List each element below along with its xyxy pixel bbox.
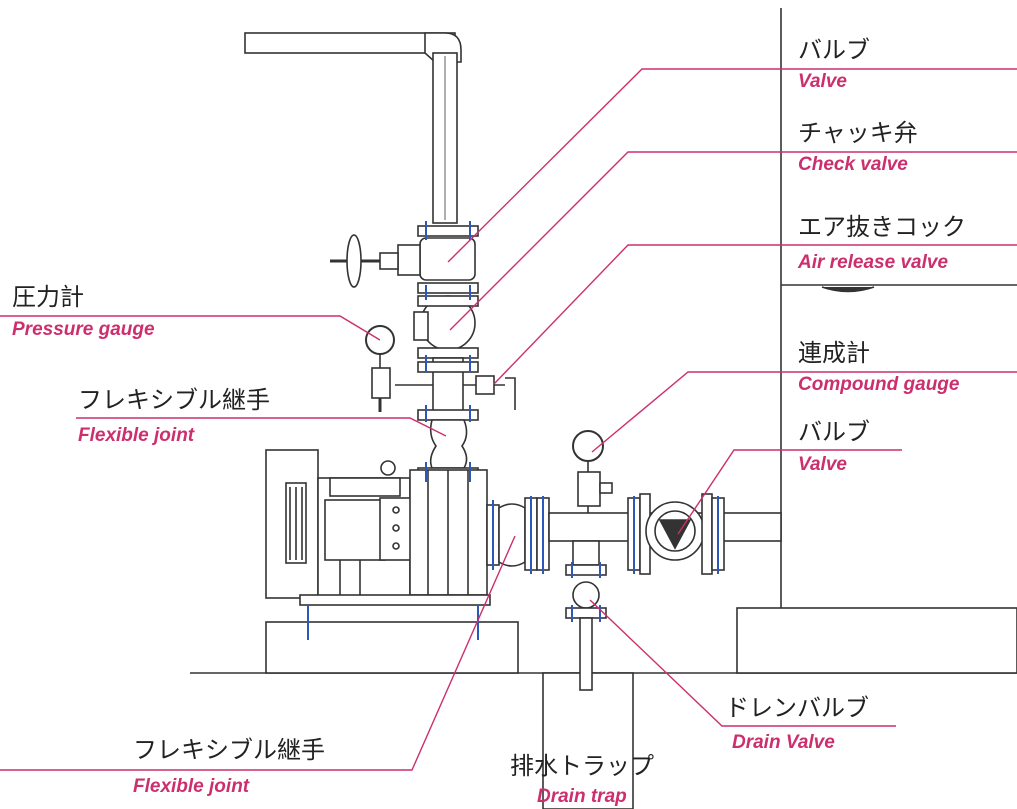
leader-air-release [493, 244, 1017, 385]
label-flexible-joint-lower-jp: フレキシブル継手 [133, 736, 325, 764]
label-air-release-en: Air release valve [798, 252, 949, 273]
lower-flexible-joint [498, 503, 526, 567]
label-valve-side-en: Valve [798, 454, 847, 475]
leader-flexible-joint-lower [0, 535, 516, 771]
label-drain-valve-en: Drain Valve [732, 732, 835, 753]
label-pressure-gauge-jp: 圧力計 [12, 283, 84, 311]
leader-drain-valve [589, 599, 896, 727]
drain-trap-pit [542, 672, 634, 809]
leader-lines [0, 68, 1017, 771]
label-flexible-joint-upper-en: Flexible joint [78, 425, 195, 446]
top-horizontal-pipe [244, 32, 456, 54]
tank-water-wave [821, 286, 875, 293]
pump-base-frame [299, 594, 491, 606]
label-flexible-joint-lower-en: Flexible joint [133, 776, 250, 797]
leader-pressure-gauge [0, 315, 381, 341]
label-pressure-gauge-en: Pressure gauge [12, 319, 155, 340]
leader-valve-side [677, 449, 902, 535]
leader-flexible-joint-upper [76, 417, 447, 437]
label-valve-side-jp: バルブ [798, 418, 870, 446]
right-base-pedestal [736, 607, 1017, 674]
drain-pipe [579, 617, 593, 691]
label-air-release-jp: エア抜きコック [798, 213, 966, 241]
label-flexible-joint-upper-jp: フレキシブル継手 [78, 386, 270, 414]
pump-base-pedestal [265, 621, 519, 674]
label-valve-top-en: Valve [798, 71, 847, 92]
label-valve-top-jp: バルブ [798, 36, 870, 64]
label-drain-trap-en: Drain trap [537, 786, 627, 807]
label-drain-valve-jp: ドレンバルブ [725, 694, 869, 722]
lifting-eye [380, 460, 396, 476]
label-check-valve-jp: チャッキ弁 [798, 119, 918, 147]
label-compound-gauge-en: Compound gauge [798, 374, 960, 395]
label-drain-trap-jp: 排水トラップ [510, 752, 654, 780]
leader-check-valve [449, 151, 1017, 331]
valve-handwheel [346, 234, 362, 288]
label-compound-gauge-jp: 連成計 [798, 339, 870, 367]
label-check-valve-en: Check valve [798, 154, 908, 175]
upper-flexible-joint [429, 419, 468, 469]
leader-valve-top [447, 68, 1017, 263]
leader-compound-gauge [591, 371, 1017, 453]
flange-bolts [307, 221, 719, 640]
